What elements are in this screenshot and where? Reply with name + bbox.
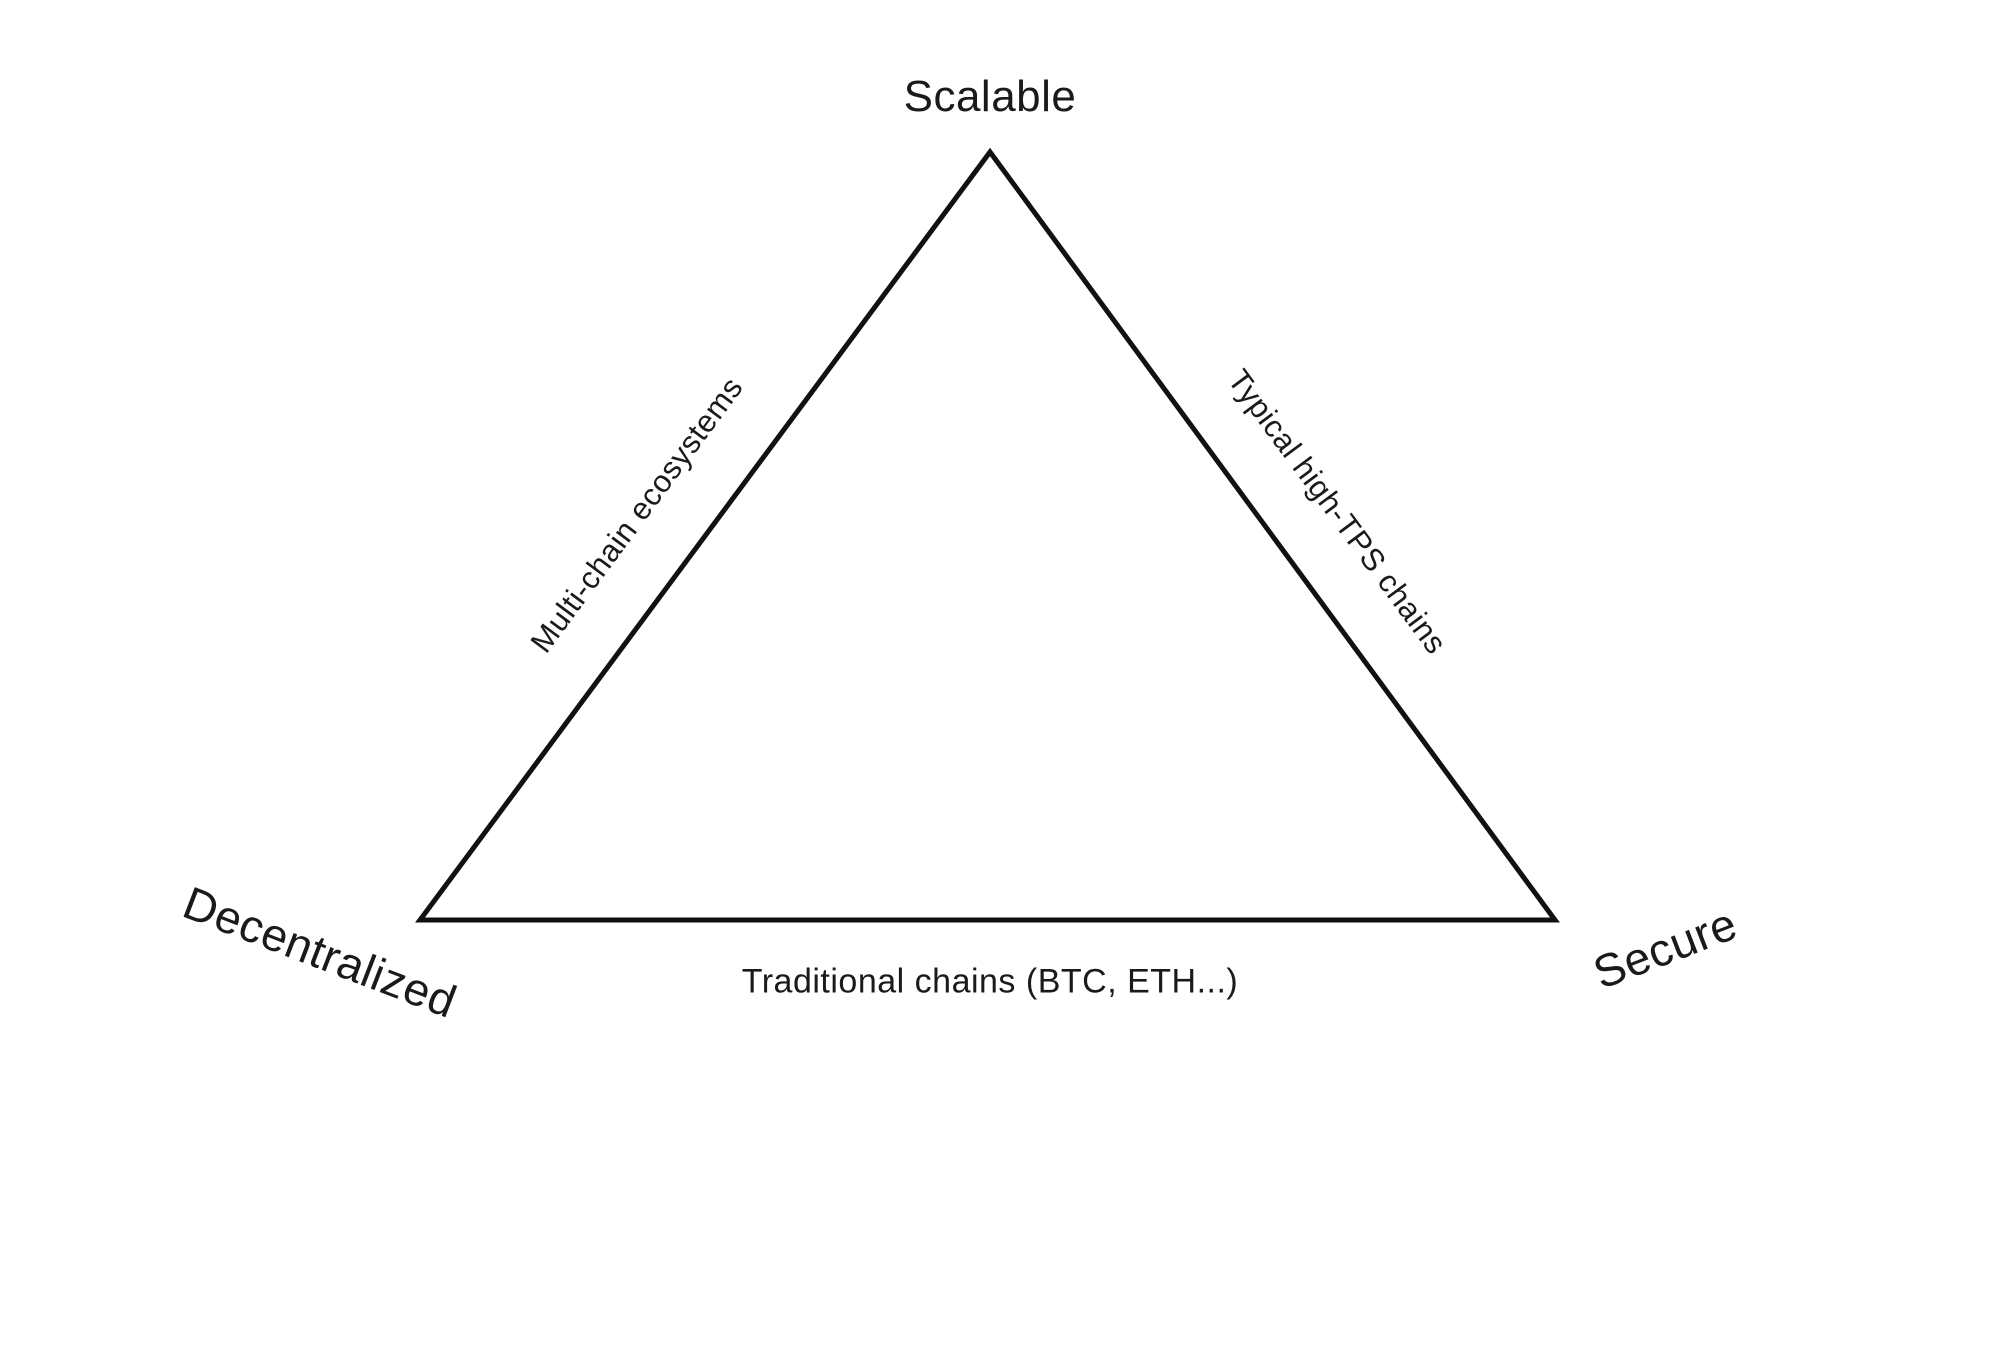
- vertex-label-scalable: Scalable: [903, 72, 1077, 121]
- triangle-outline: [415, 147, 1560, 923]
- edge-label-traditional-chains: Traditional chains (BTC, ETH...): [741, 962, 1239, 1001]
